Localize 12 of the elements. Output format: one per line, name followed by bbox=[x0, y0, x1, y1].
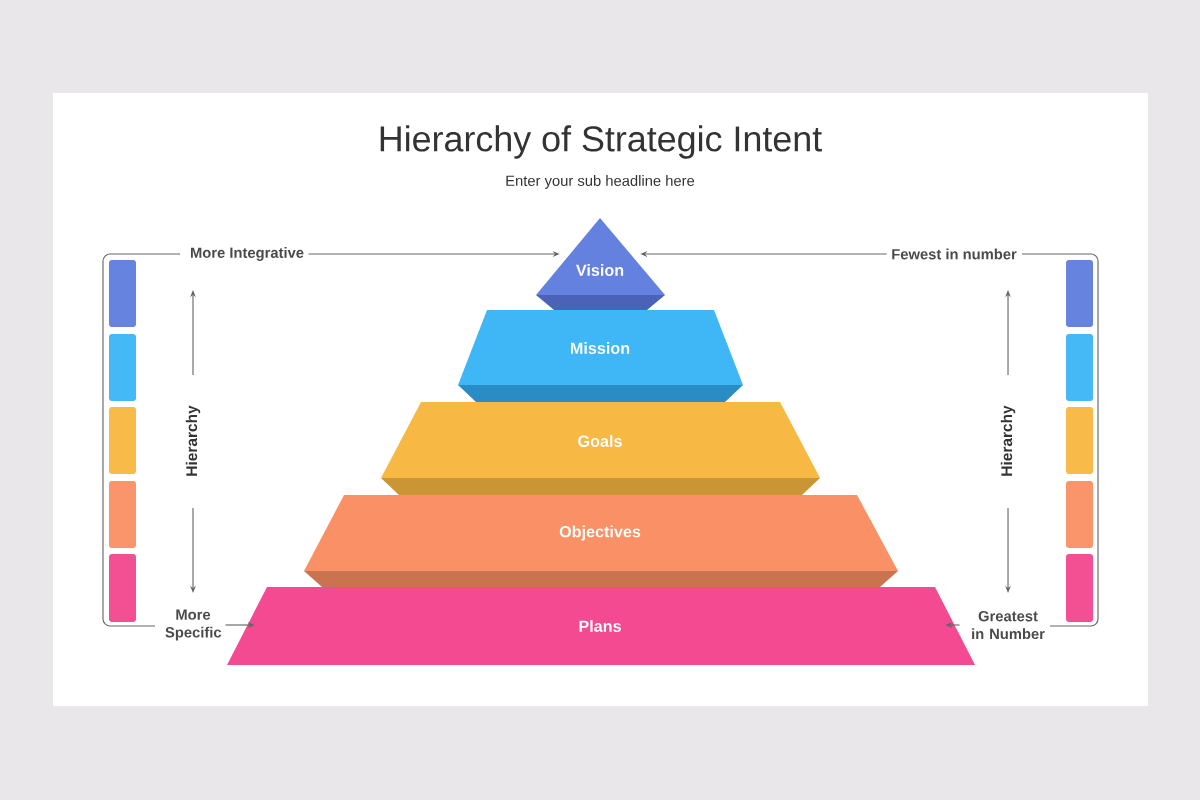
axis-label: Hierarchy bbox=[1000, 405, 1016, 476]
side-label: More Specific bbox=[165, 609, 222, 641]
pyramid-tier: Goals bbox=[381, 402, 820, 495]
pyramid-apex: Vision bbox=[536, 218, 665, 310]
subtitle: Enter your sub headline here bbox=[506, 175, 695, 189]
title: Hierarchy of Strategic Intent bbox=[380, 125, 822, 159]
side-label: Greatest in Number bbox=[972, 610, 1045, 640]
axis-label: Hierarchy bbox=[185, 405, 201, 476]
pyramid-tier: Mission bbox=[458, 310, 743, 402]
side-label: More Integrative bbox=[190, 247, 304, 261]
side-label: Fewest in number bbox=[892, 248, 1017, 260]
pyramid-tier: Objectives bbox=[304, 495, 898, 587]
